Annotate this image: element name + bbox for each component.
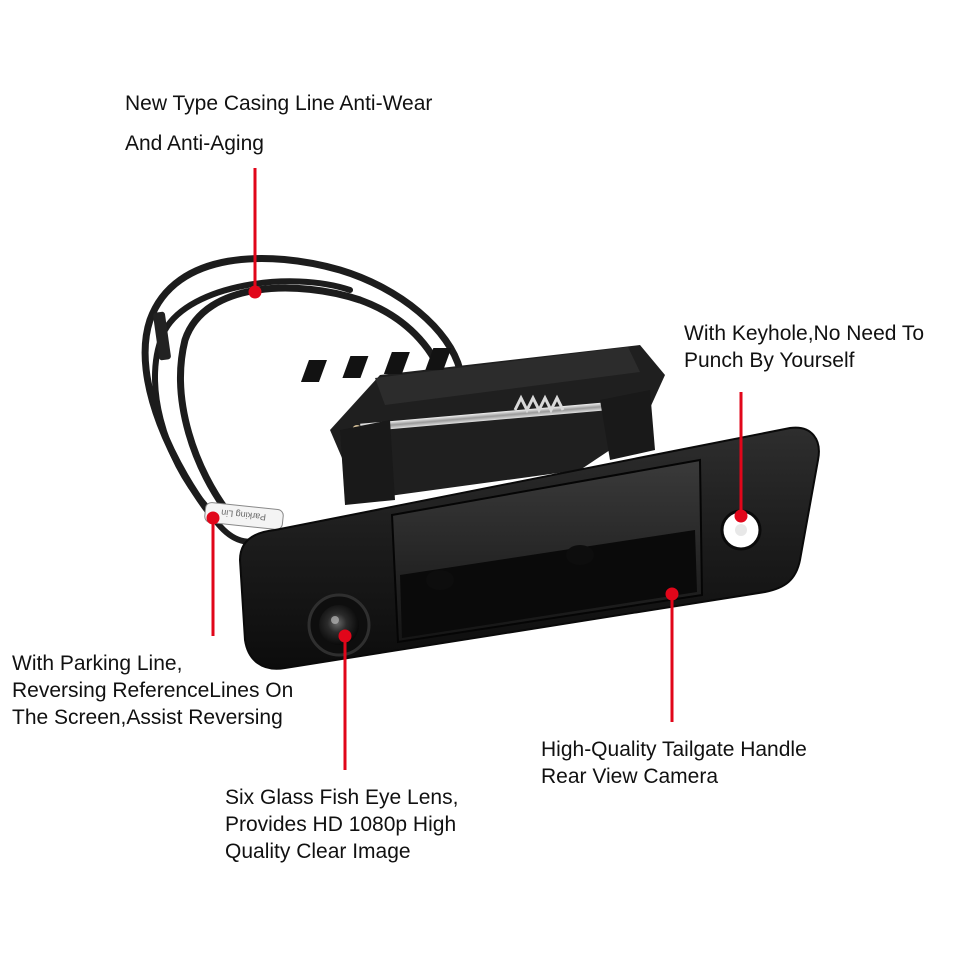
callout-keyhole: With Keyhole,No Need To Punch By Yoursel… — [684, 320, 924, 374]
callout-parking-line-3: The Screen,Assist Reversing — [12, 706, 283, 729]
camera-lens — [319, 605, 359, 645]
callout-parking-line-1: With Parking Line, — [12, 652, 183, 675]
cable-label-sleeve: Parking Lin — [204, 502, 284, 530]
callout-casing-line: New Type Casing Line Anti-Wear And Anti-… — [125, 84, 432, 164]
callout-handle-line-1: High-Quality Tailgate Handle — [541, 738, 807, 761]
callout-lens-line-1: Six Glass Fish Eye Lens, — [225, 786, 459, 809]
latch-spring — [513, 394, 565, 414]
latch-mechanism — [300, 345, 665, 505]
callout-lens-line-3: Quality Clear Image — [225, 840, 411, 863]
callout-parking-line: With Parking Line, Reversing ReferenceLi… — [12, 650, 293, 731]
cable-connector — [153, 311, 171, 361]
callout-keyhole-line-2: Punch By Yourself — [684, 349, 855, 372]
callout-keyhole-line-1: With Keyhole,No Need To — [684, 322, 925, 345]
callout-lens-line-2: Provides HD 1080p High — [225, 813, 457, 836]
callout-parking-line-2: Reversing ReferenceLines On — [12, 679, 294, 702]
callout-tailgate-handle: High-Quality Tailgate Handle Rear View C… — [541, 736, 807, 790]
handle-plate — [238, 426, 820, 670]
callout-fisheye-lens: Six Glass Fish Eye Lens, Provides HD 108… — [225, 784, 458, 865]
callout-casing-line-2: And Anti-Aging — [125, 132, 264, 155]
leader-lines — [206, 168, 748, 770]
callout-handle-line-2: Rear View Camera — [541, 765, 719, 788]
callout-casing-line-1: New Type Casing Line Anti-Wear — [125, 92, 433, 115]
cable-label-text: Parking Lin — [221, 508, 267, 523]
